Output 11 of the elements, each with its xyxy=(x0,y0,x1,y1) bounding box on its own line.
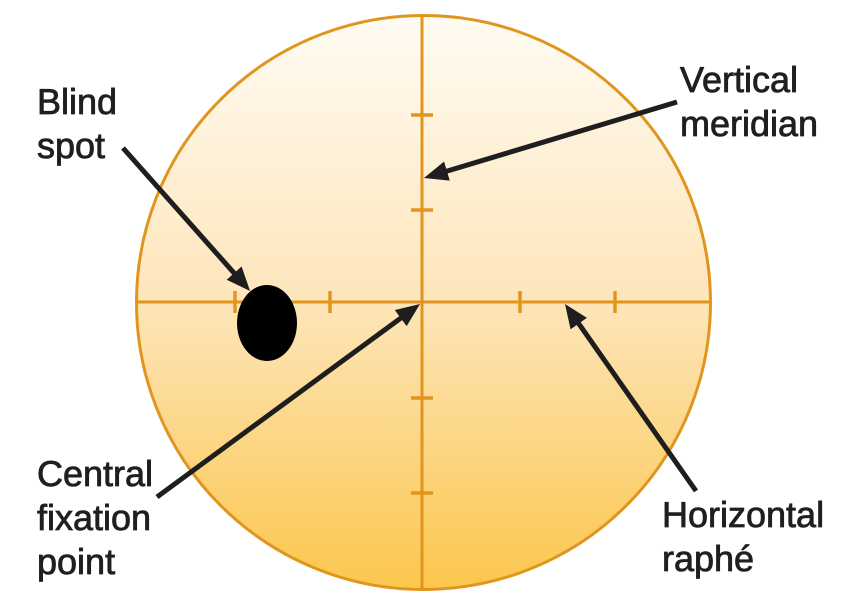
vertical-axis-line xyxy=(420,15,424,590)
leader-arrow xyxy=(564,304,698,492)
callout-label: Vertical meridian xyxy=(680,58,825,146)
callout-label: Central fixation point xyxy=(37,452,157,584)
leader-arrow xyxy=(424,100,678,181)
horizontal-axis-line xyxy=(136,300,711,304)
oval-spot xyxy=(237,285,297,361)
leader-arrow xyxy=(121,146,250,292)
callout-label: Horizontal raphé xyxy=(662,493,832,581)
callout-label: Blind spot xyxy=(37,80,123,168)
leader-arrow xyxy=(156,304,420,500)
